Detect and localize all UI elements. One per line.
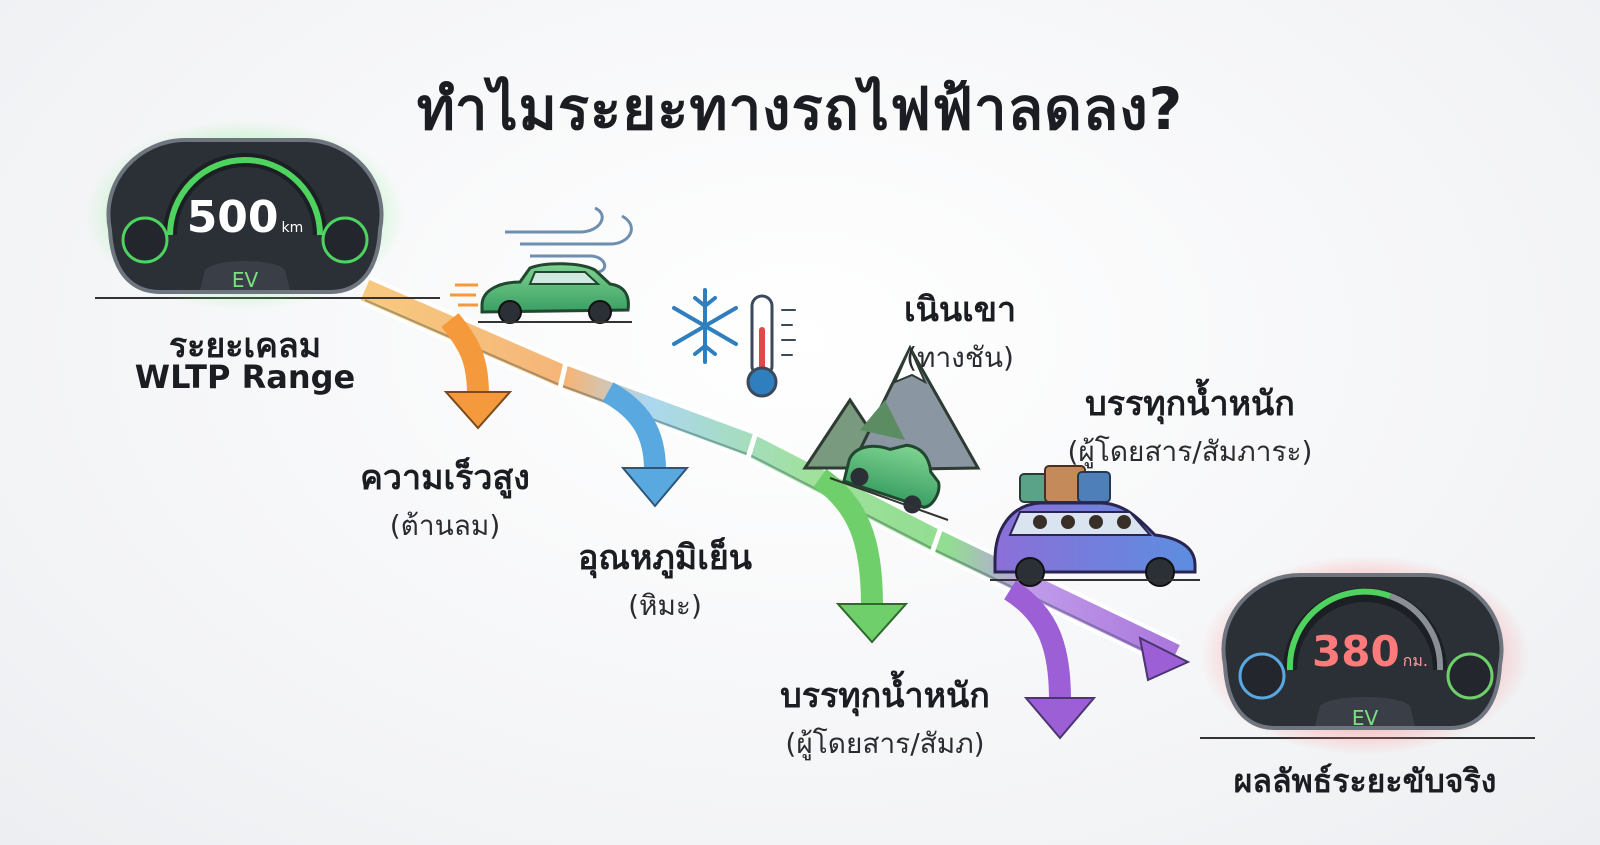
range-road — [359, 276, 1191, 682]
wind-car-icon — [450, 206, 633, 324]
start-label-en: WLTP Range — [134, 358, 356, 396]
start-gauge-badge: EV — [231, 268, 259, 292]
drop-arrow-load — [1003, 580, 1097, 740]
factor-hill-title: เนินเขา — [903, 290, 1017, 330]
end-gauge — [1200, 555, 1535, 755]
factor-hill: เนินเขา (ทางชัน) — [860, 282, 1060, 380]
mountain-car-icon — [802, 344, 981, 521]
end-gauge-unit: กม. — [1402, 651, 1428, 670]
end-gauge-badge: EV — [1351, 706, 1379, 730]
drop-arrow-hill — [813, 469, 909, 644]
end-gauge-value: 380 — [1312, 627, 1400, 676]
factor-load-lower: บรรทุกน้ำหนัก (ผู้โดยสาร/สัมภ) — [745, 668, 1025, 766]
factor-load-upper: บรรทุกน้ำหนัก (ผู้โดยสาร/สัมภาระ) — [1040, 376, 1340, 474]
factor-speed-subtitle: (ต้านลม) — [389, 509, 501, 542]
drop-arrow-cold — [602, 382, 690, 508]
factor-hill-subtitle: (ทางชัน) — [906, 341, 1014, 374]
factor-speed: ความเร็วสูง (ต้านลม) — [330, 450, 560, 548]
factor-load-lower-subtitle: (ผู้โดยสาร/สัมภ) — [785, 727, 985, 760]
start-gauge-value: 500 — [186, 192, 279, 243]
factor-load-upper-subtitle: (ผู้โดยสาร/สัมภาระ) — [1067, 435, 1313, 468]
factor-speed-title: ความเร็วสูง — [360, 458, 530, 498]
drop-arrow-speed — [441, 313, 513, 430]
factor-load-lower-title: บรรทุกน้ำหนัก — [780, 676, 990, 716]
end-label: ผลลัพธ์ระยะขับจริง — [1233, 762, 1497, 800]
start-label-th: ระยะเคลม — [168, 326, 322, 366]
factor-cold: อุณหภูมิเย็น (หิมะ) — [545, 530, 785, 628]
factor-load-upper-title: บรรทุกน้ำหนัก — [1085, 384, 1295, 424]
start-gauge-unit: km — [281, 220, 304, 236]
page-title: ทำไมระยะทางรถไฟฟ้าลดลง? — [416, 75, 1184, 143]
snowflake-thermometer-icon — [672, 288, 796, 398]
factor-cold-title: อุณหภูมิเย็น — [578, 538, 752, 578]
loaded-car-icon — [990, 465, 1200, 587]
factor-cold-subtitle: (หิมะ) — [628, 589, 702, 622]
start-gauge — [85, 120, 440, 310]
